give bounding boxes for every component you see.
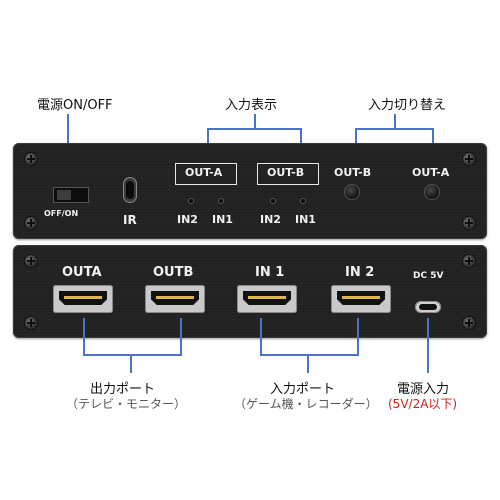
port-label-in1: IN 1 — [255, 265, 285, 280]
dc-label: DC 5V — [413, 271, 444, 281]
screw-icon — [463, 217, 475, 229]
input-callout-line-h — [260, 354, 359, 356]
ir-receiver-icon — [123, 177, 137, 203]
port-label-outa: OUTA — [62, 265, 102, 280]
screw-icon — [25, 217, 37, 229]
led-a-in1 — [219, 199, 223, 203]
display-a-title: OUT-A — [185, 166, 223, 179]
switch-callout-line-h — [355, 128, 434, 130]
screw-icon — [463, 317, 475, 329]
switch-callout-line-stem — [394, 114, 396, 129]
hdmi-port-outb[interactable] — [145, 285, 205, 313]
input-port-callout: 入力ポート — [270, 382, 336, 397]
screw-icon — [463, 255, 475, 267]
display-callout-line-stem — [254, 114, 256, 129]
screw-icon — [25, 255, 37, 267]
display-callout-line-h — [207, 128, 302, 130]
port-label-outb: OUTB — [153, 265, 194, 280]
output-callout-line-v1 — [83, 318, 85, 356]
button-out-b[interactable] — [345, 185, 359, 199]
input-callout-line-stem — [307, 355, 309, 373]
screw-icon — [25, 317, 37, 329]
power-input-callout-sub: (5V/2A以下) — [388, 397, 458, 411]
display-b-title: OUT-B — [267, 166, 305, 179]
power-input-callout-line — [427, 318, 429, 373]
power-switch-label: OFF/ON — [44, 209, 79, 218]
hdmi-port-in1[interactable] — [237, 285, 297, 313]
output-callout-line-v2 — [180, 318, 182, 356]
display-b-in2: IN2 — [260, 213, 281, 226]
usb-c-power-port[interactable] — [415, 301, 441, 313]
screw-icon — [463, 153, 475, 165]
front-panel: OFF/ON IR OUT-A IN2 IN1 OUT-B IN2 IN1 OU… — [13, 143, 487, 239]
screw-icon — [25, 153, 37, 165]
port-label-in2: IN 2 — [345, 265, 375, 280]
led-b-in2 — [271, 199, 275, 203]
display-a-in2: IN2 — [177, 213, 198, 226]
button-b-label: OUT-B — [334, 166, 372, 179]
output-callout-line-stem — [130, 355, 132, 373]
hdmi-port-outa[interactable] — [53, 285, 113, 313]
input-callout-line-v2 — [357, 318, 359, 356]
rear-panel: OUTA OUTB IN 1 IN 2 DC 5V — [13, 245, 487, 338]
button-out-a[interactable] — [425, 185, 439, 199]
input-port-callout-sub: （ゲーム機・レコーダー） — [234, 397, 378, 411]
display-b-in1: IN1 — [295, 213, 316, 226]
led-b-in1 — [301, 199, 305, 203]
output-port-callout-sub: （テレビ・モニター） — [66, 397, 187, 411]
ir-label: IR — [123, 213, 137, 227]
power-switch[interactable] — [53, 187, 89, 203]
display-a-in1: IN1 — [212, 213, 233, 226]
display-a-box — [175, 163, 237, 185]
input-display-callout: 入力表示 — [225, 98, 278, 113]
power-input-callout: 電源入力 — [397, 382, 450, 397]
hdmi-port-in2[interactable] — [331, 285, 391, 313]
led-a-in2 — [189, 199, 193, 203]
input-switch-callout: 入力切り替え — [368, 98, 447, 113]
input-callout-line-v1 — [260, 318, 262, 356]
button-a-label: OUT-A — [412, 166, 450, 179]
display-b-box — [257, 163, 319, 185]
output-callout-line-h — [83, 354, 182, 356]
power-switch-callout: 電源ON/OFF — [37, 98, 113, 113]
output-port-callout: 出力ポート — [90, 382, 156, 397]
